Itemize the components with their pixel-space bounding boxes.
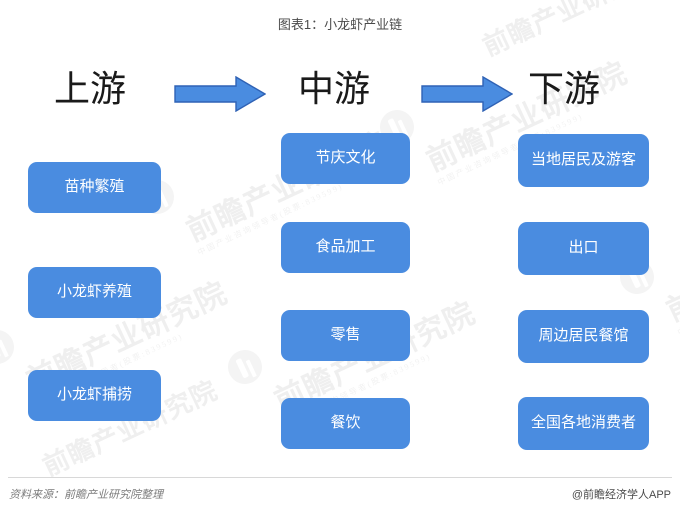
watermark-logo-icon [222, 344, 268, 390]
node-upstream-0[interactable]: 苗种繁殖 [28, 162, 161, 213]
footer-source: 资料来源：前瞻产业研究院整理 [9, 489, 163, 501]
watermark-text: 前瞻产业研究院 中国产业咨询领导者(股票:839599) [658, 198, 680, 338]
node-downstream-0[interactable]: 当地居民及游客 [518, 134, 649, 187]
arrow-midstream-to-downstream-icon [421, 76, 513, 112]
footer-divider [8, 477, 672, 478]
footer-brand: @前瞻经济学人APP [571, 489, 671, 501]
chart-title: 图表1：小龙虾产业链 [277, 17, 403, 32]
node-downstream-2[interactable]: 周边居民餐馆 [518, 310, 649, 363]
watermark-main: 前瞻产业研究院 [661, 206, 680, 329]
stage-heading-upstream: 上游 [54, 69, 127, 109]
watermark-logo-icon [0, 324, 20, 370]
node-downstream-3[interactable]: 全国各地消费者 [518, 397, 649, 450]
node-midstream-1[interactable]: 食品加工 [281, 222, 410, 273]
node-midstream-2[interactable]: 零售 [281, 310, 410, 361]
stage-heading-midstream: 中游 [298, 69, 371, 109]
watermark-sub: 中国产业咨询领导者(股票:839599) [676, 261, 680, 338]
node-upstream-1[interactable]: 小龙虾养殖 [28, 267, 161, 318]
node-midstream-3[interactable]: 餐饮 [281, 398, 410, 449]
arrow-upstream-to-midstream-icon [174, 76, 266, 112]
node-downstream-1[interactable]: 出口 [518, 222, 649, 275]
node-midstream-0[interactable]: 节庆文化 [281, 133, 410, 184]
node-upstream-2[interactable]: 小龙虾捕捞 [28, 370, 161, 421]
stage-heading-downstream: 下游 [528, 69, 601, 109]
